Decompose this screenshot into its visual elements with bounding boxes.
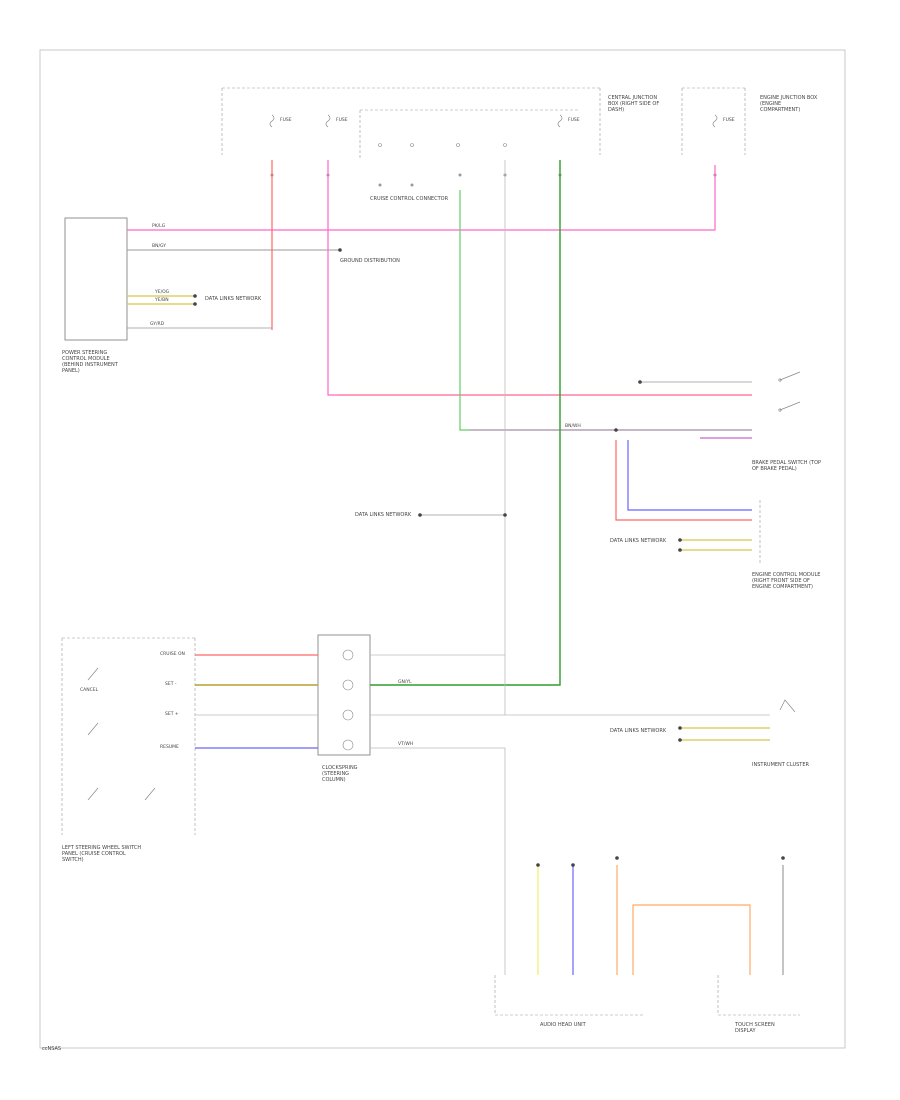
connector-row: [270, 173, 717, 187]
central-junction-label: CENTRAL JUNCTION BOX (RIGHT SIDE OF DASH…: [608, 95, 660, 113]
wire-green-vertical: [459, 190, 752, 431]
callout-data-links-3: DATA LINKS NETWORK: [610, 538, 667, 544]
brake-pedal-switch-label: BRAKE PEDAL SWITCH (TOP OF BRAKE PEDAL): [752, 460, 822, 472]
fuse-4: [712, 114, 718, 128]
relay-contacts: [378, 143, 507, 147]
power-steering-module-label: POWER STEERING CONTROL MODULE (BEHIND IN…: [62, 350, 118, 374]
audio-unit-outline: [494, 975, 645, 1016]
power-steering-module-box: [64, 217, 128, 341]
callout-data-links-4: DATA LINKS NETWORK: [610, 728, 667, 734]
wire-label-gn-yl: GN/YL: [398, 680, 412, 685]
engine-control-module-label: ENGINE CONTROL MODULE (RIGHT FRONT SIDE …: [752, 572, 821, 590]
wire-gray-right-3: [370, 747, 506, 975]
wire-pink-top: [127, 165, 716, 231]
wire-label-pk-lg: PK/LG: [152, 224, 166, 229]
fuse-group: [269, 114, 718, 128]
wire-label-gy-rd: GY/RD: [150, 322, 165, 327]
fuse-3: [557, 114, 563, 128]
touch-screen-label: TOUCH SCREEN DISPLAY: [735, 1022, 775, 1034]
wire-label-ye-og: YE/OG: [155, 290, 170, 295]
callout-ground-dist: GROUND DISTRIBUTION: [340, 258, 400, 264]
touch-screen-outline: [717, 975, 800, 1016]
callout-data-links-1: DATA LINKS NETWORK: [205, 296, 262, 302]
callout-resume: RESUME: [160, 745, 179, 750]
callout-fuse-1: FUSE: [280, 118, 292, 123]
left-steering-switch-label: LEFT STEERING WHEEL SWITCH PANEL (CRUISE…: [62, 845, 142, 863]
steering-switches: [87, 667, 156, 801]
instrument-cluster-label: INSTRUMENT CLUSTER: [752, 762, 809, 768]
wire-label-ye-bn: YE/BN: [155, 298, 169, 303]
wire-darkgreen-long: [370, 160, 561, 686]
wire-label-bn-gy: BN/GY: [152, 244, 166, 249]
callout-data-links-2: DATA LINKS NETWORK: [355, 512, 412, 518]
cruise-control-connector-label: CRUISE CONTROL CONNECTOR: [370, 196, 449, 202]
brake-pedal-switch: [778, 371, 801, 412]
audio-head-unit-label: AUDIO HEAD UNIT: [540, 1022, 586, 1028]
relay-outline: [359, 109, 580, 160]
central-junction-outline: [221, 87, 601, 155]
callout-fuse-3: FUSE: [568, 118, 580, 123]
fuse-1: [269, 114, 275, 128]
clockspring-label: CLOCKSPRING (STEERING COLUMN): [322, 765, 358, 783]
footer-tag: ccNSAS: [42, 1046, 62, 1052]
callout-set-plus: SET +: [165, 712, 179, 717]
wire-blue-ecm: [627, 440, 752, 511]
clockspring-box: [317, 634, 371, 756]
cluster-switch: [779, 699, 796, 713]
clockspring-coils: [342, 649, 354, 751]
wire-orange-loop: [632, 904, 751, 975]
node-dots: [193, 248, 785, 867]
engine-junction-label: ENGINE JUNCTION BOX (ENGINE COMPARTMENT): [760, 95, 818, 113]
engine-junction-outline: [681, 87, 746, 155]
callout-cancel: CANCEL: [80, 688, 99, 693]
wire-label-vt-wh: VT/WH: [398, 742, 414, 747]
steering-switch-outline: [61, 637, 196, 835]
callout-fuse-2: FUSE: [336, 118, 348, 123]
callout-cruise-on: CRUISE ON: [160, 652, 185, 657]
diagram-border: [39, 49, 846, 1049]
callout-set-minus: SET -: [165, 682, 177, 687]
wire-red-ecm: [615, 440, 752, 521]
wire-label-bn-wh: BN/WH: [565, 424, 581, 429]
callout-fuse-4: FUSE: [723, 118, 735, 123]
fuse-2: [325, 114, 331, 128]
